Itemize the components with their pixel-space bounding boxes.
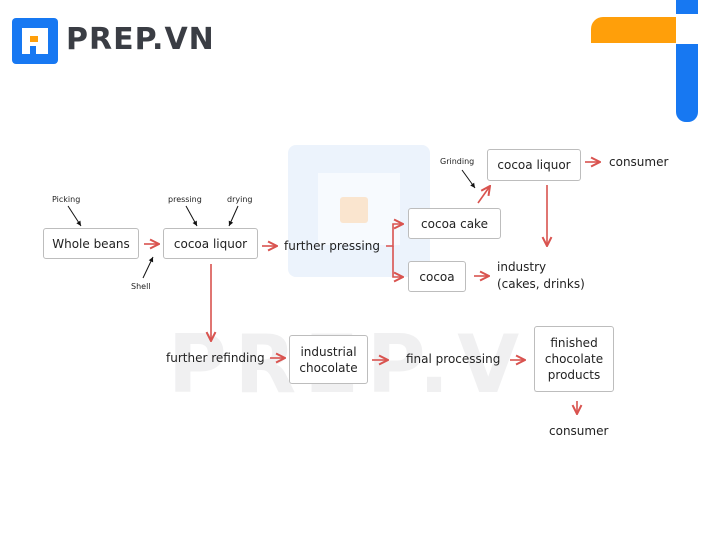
box-cocoa-liquor-2: cocoa liquor <box>487 149 581 181</box>
arrow-pressing-to-cake <box>386 224 403 247</box>
note-picking: Picking <box>52 195 81 204</box>
label-further-pressing: further pressing <box>284 239 380 253</box>
label-further-refinding: further refinding <box>166 351 265 365</box>
box-industrial-chocolate: industrial chocolate <box>289 335 368 384</box>
note-pressing: pressing <box>168 195 202 204</box>
note-drying: drying <box>227 195 253 204</box>
label-final-processing: final processing <box>406 352 501 366</box>
note-arrow-drying <box>228 205 239 227</box>
arrow-pressing-to-cocoa <box>392 246 403 277</box>
label-consumer-top: consumer <box>609 155 669 169</box>
prep-logo-icon <box>12 18 58 64</box>
watermark-icon <box>288 145 430 277</box>
box-finished-products: finished chocolate products <box>534 326 614 392</box>
box-cocoa-liquor: cocoa liquor <box>163 228 258 259</box>
note-arrow-shell <box>142 256 154 279</box>
arrow-cake-to-liquor2 <box>477 186 490 204</box>
box-cocoa: cocoa <box>408 261 466 292</box>
note-arrow-picking <box>67 205 82 227</box>
box-whole-beans: Whole beans <box>43 228 139 259</box>
brand-name: PREP.VN <box>66 22 215 57</box>
note-grinding: Grinding <box>440 157 475 166</box>
note-arrow-grinding <box>461 169 476 189</box>
label-industry: industry (cakes, drinks) <box>497 260 585 291</box>
box-cocoa-cake: cocoa cake <box>408 208 501 239</box>
note-shell: Shell <box>131 282 151 291</box>
note-arrow-pressing <box>185 205 198 227</box>
label-consumer-bottom: consumer <box>549 424 609 438</box>
